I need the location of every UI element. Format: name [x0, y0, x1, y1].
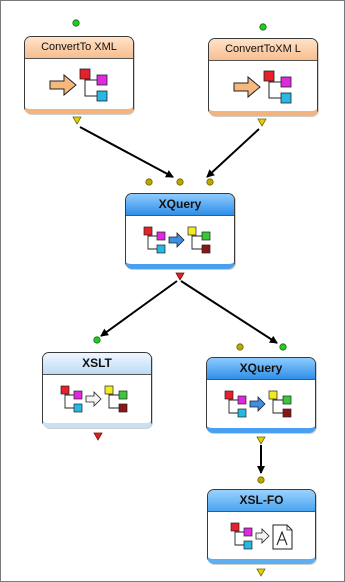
node-xslt[interactable]: XSLT [42, 352, 152, 428]
xquery-transform-icon [126, 216, 234, 264]
node-convert-to-xml-right[interactable]: ConvertToXM L [208, 38, 318, 116]
node-title: XQuery [126, 194, 234, 216]
input-port-xslt[interactable] [93, 336, 101, 344]
node-title: XSLT [43, 353, 151, 375]
input-port-convert-left[interactable] [72, 19, 80, 27]
node-title: XSL-FO [208, 490, 315, 512]
edge-convert-left-to-xquery[interactable] [79, 126, 174, 178]
xquery-transform-icon [207, 380, 315, 428]
output-port-xslfo[interactable] [256, 568, 266, 577]
output-port-convert-right[interactable] [257, 118, 267, 127]
node-title: ConvertTo XML [25, 37, 133, 59]
node-title: ConvertToXM L [209, 39, 317, 61]
input-port-xslfo[interactable] [257, 476, 265, 484]
node-xquery-right[interactable]: XQuery [206, 357, 316, 433]
convert-to-xml-icon [25, 59, 133, 109]
input-port-xquery-3[interactable] [206, 178, 214, 186]
output-port-xquery-right[interactable] [256, 436, 266, 445]
edge-xquery-to-xquery-right[interactable] [180, 280, 278, 344]
xslt-transform-icon [43, 375, 151, 423]
input-port-xquery-right-a[interactable] [236, 343, 244, 351]
output-port-xslt[interactable] [93, 432, 103, 441]
input-port-convert-right[interactable] [259, 23, 267, 31]
node-xsl-fo[interactable]: XSL-FO [207, 489, 316, 564]
edge-convert-right-to-xquery[interactable] [206, 128, 260, 178]
output-port-convert-left[interactable] [72, 116, 82, 125]
node-title: XQuery [207, 358, 315, 380]
input-port-xquery-1[interactable] [145, 178, 153, 186]
node-convert-to-xml-left[interactable]: ConvertTo XML [24, 36, 134, 114]
input-port-xquery-2[interactable] [176, 178, 184, 186]
xsl-fo-render-icon [208, 512, 315, 559]
edge-xquery-to-xslt[interactable] [100, 280, 178, 337]
output-port-xquery-center[interactable] [175, 272, 185, 281]
input-port-xquery-right-b[interactable] [279, 343, 287, 351]
node-xquery-center[interactable]: XQuery [125, 193, 235, 269]
convert-to-xml-icon [209, 61, 317, 111]
